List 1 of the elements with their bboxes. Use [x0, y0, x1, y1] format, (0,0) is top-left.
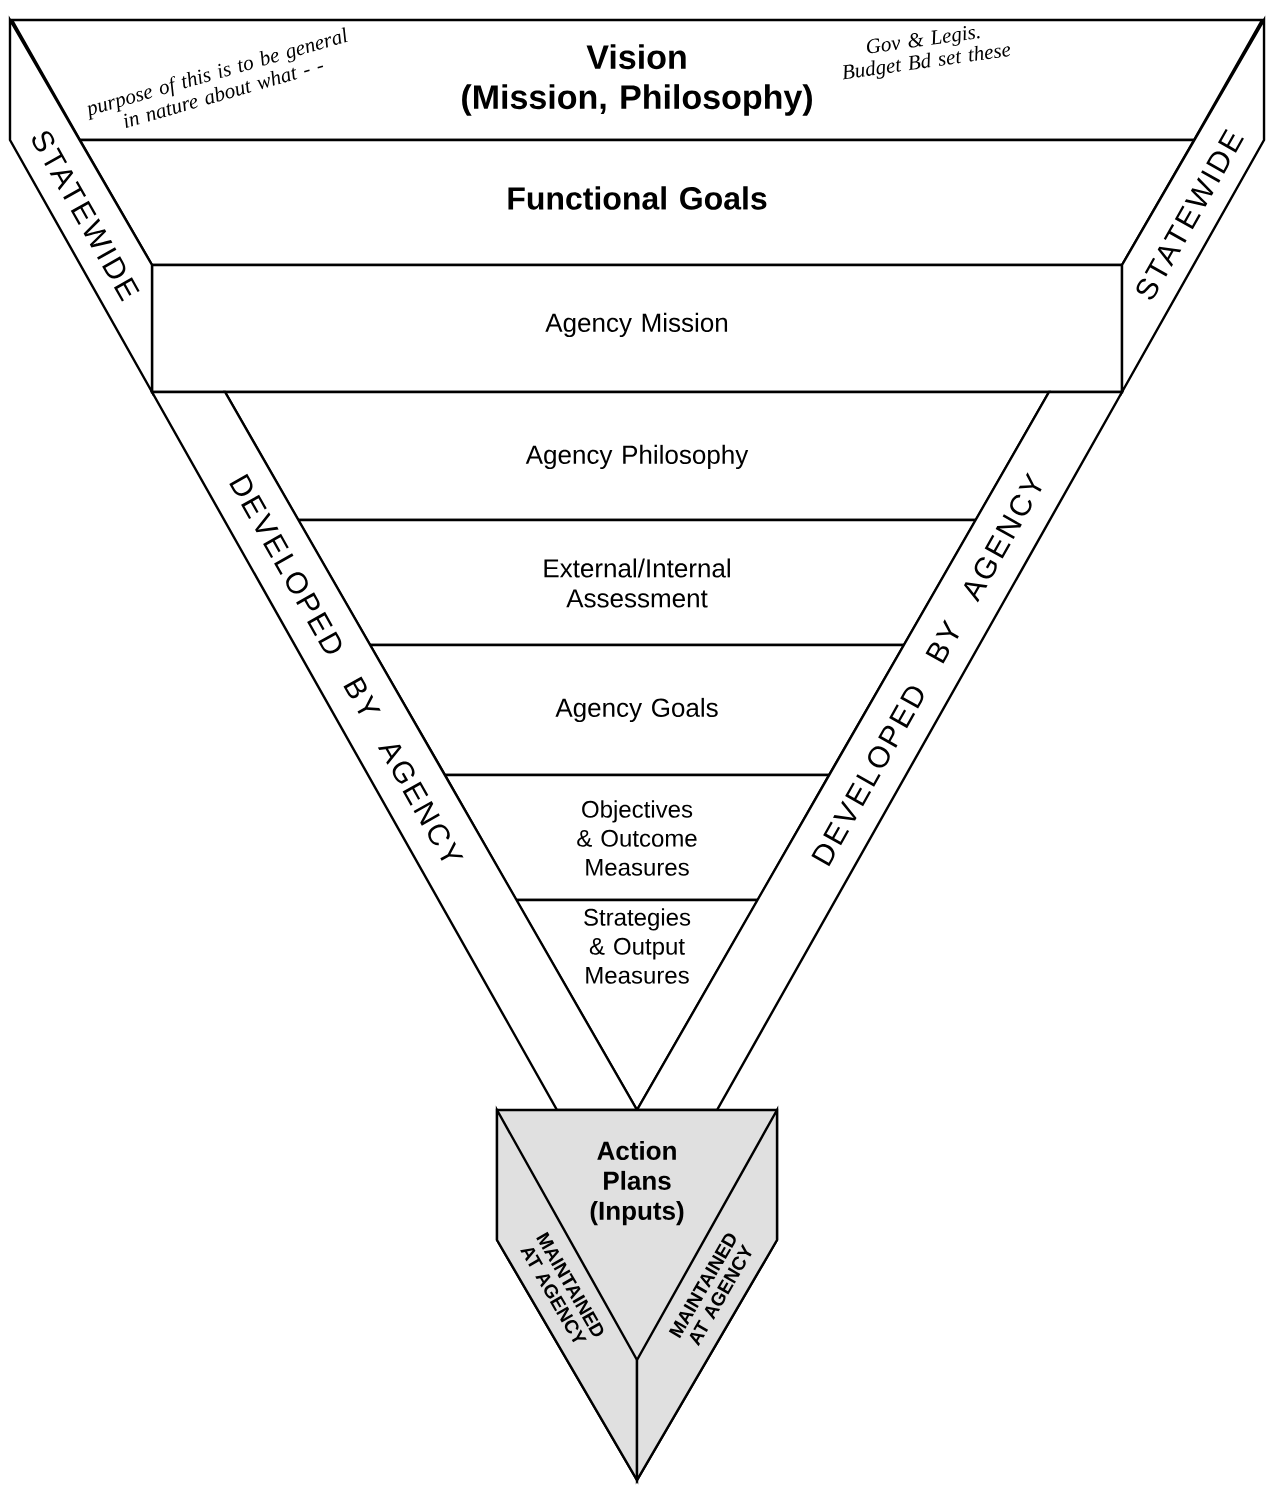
handwritten-note: Gov & Legis. Budget Bd set these — [843, 26, 1011, 80]
